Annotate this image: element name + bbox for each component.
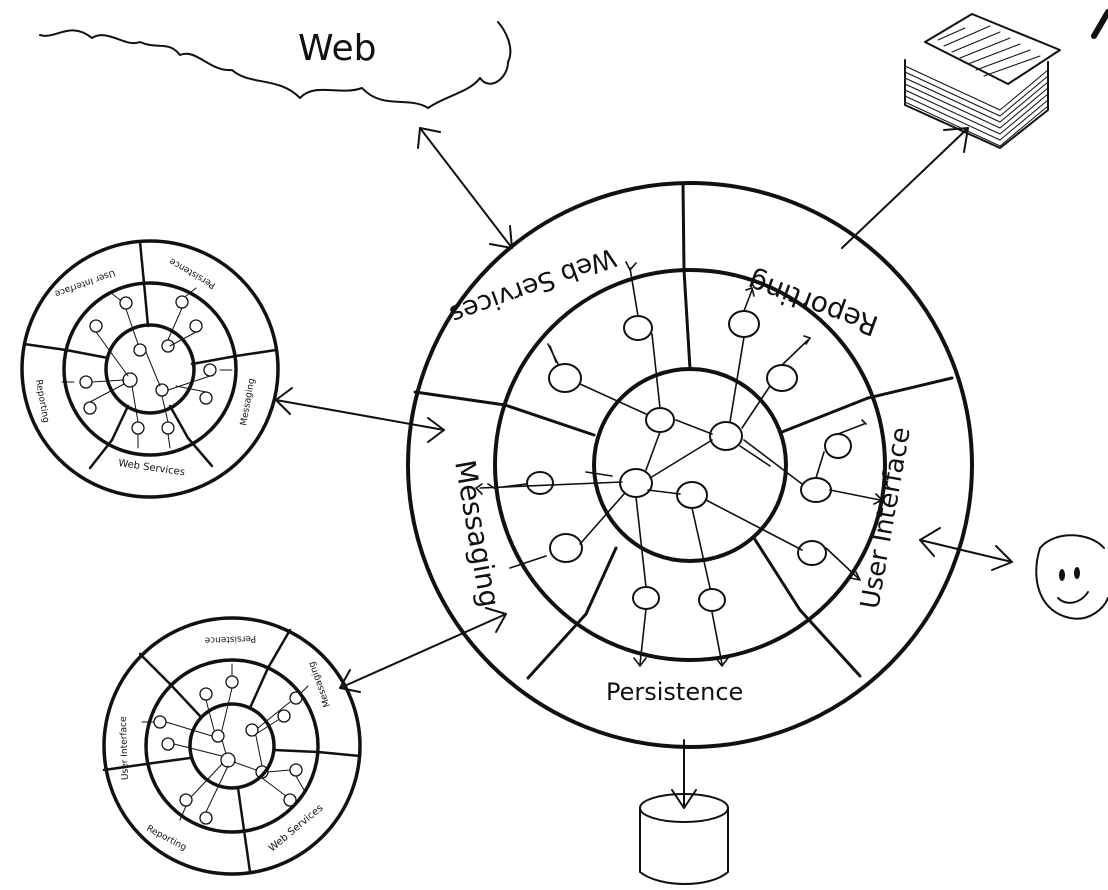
small-top-reporting: Reporting	[33, 379, 50, 424]
small-top-messaging: Messaging	[239, 378, 257, 427]
small-bottom-user-interface: User Interface	[119, 716, 131, 780]
cloud-icon	[39, 21, 512, 109]
messaging-label: Messaging	[448, 457, 506, 609]
web-label: Web	[298, 28, 377, 69]
small-top-web-services: Web Services	[118, 458, 186, 478]
main-internal-nodes	[475, 261, 883, 667]
web-arrow	[417, 127, 513, 249]
main-hexagon	[406, 181, 974, 749]
persistence-arrow	[671, 739, 697, 809]
small-top-persistence: Persistence	[168, 255, 218, 290]
small-top-arrow	[275, 387, 445, 443]
persistence-label: Persistence	[606, 678, 743, 706]
reporting-arrow	[841, 127, 969, 249]
small-bottom-reporting: Reporting	[145, 824, 188, 853]
paper-stack-icon	[904, 13, 1061, 149]
user-interface-arrow	[919, 527, 1013, 571]
small-bottom-messaging: Messaging	[307, 660, 333, 708]
smiley-face-icon	[1035, 534, 1108, 620]
small-bottom-persistence: Persistence	[204, 633, 256, 645]
small-bottom-web-services: Web Services	[267, 803, 326, 855]
small-hexagon-bottom: Persistence Messaging Web Services Repor…	[102, 616, 362, 876]
small-hexagon-top: Web Services Persistence Messaging Repor…	[20, 239, 280, 499]
user-interface-label: User Interface	[855, 425, 916, 611]
reporting-label: Reporting	[743, 265, 882, 343]
small-bottom-arrow	[339, 607, 507, 693]
